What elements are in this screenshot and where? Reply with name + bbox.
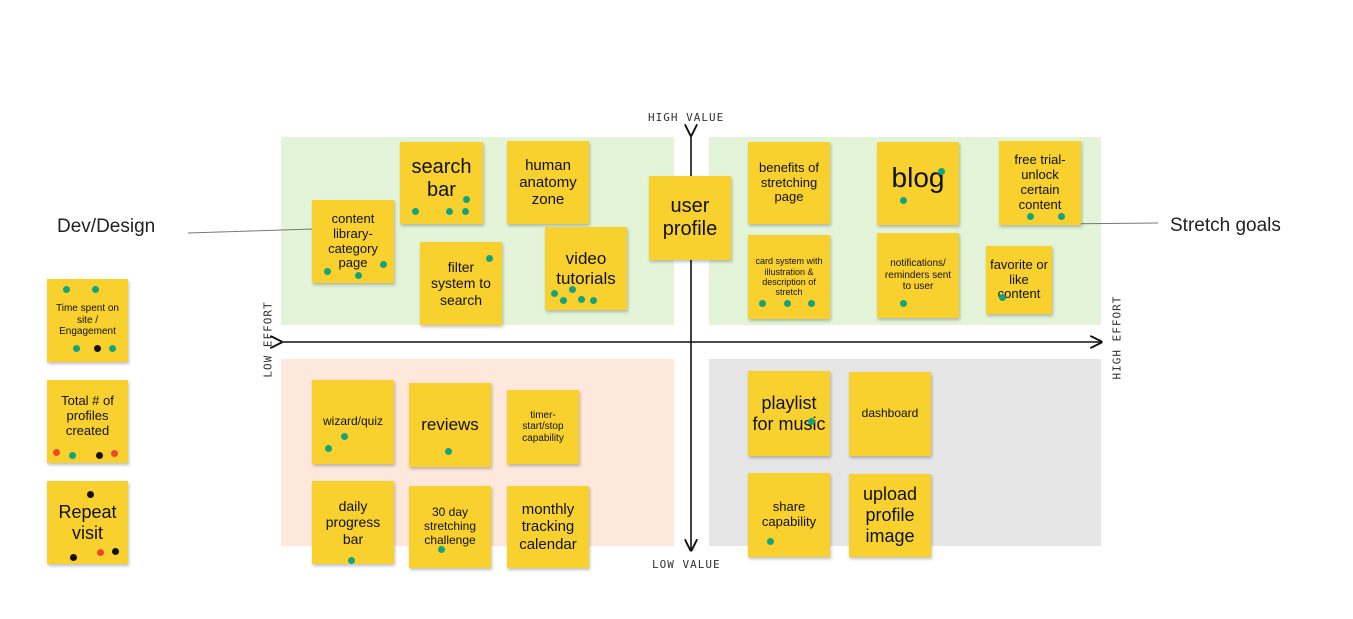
sticky-text: timer-start/stop capability xyxy=(522,409,564,444)
vote-dot xyxy=(551,290,558,297)
sticky-video-tutorials[interactable]: video tutorials xyxy=(545,227,627,310)
sticky-text: video tutorials xyxy=(556,249,616,288)
vote-dot xyxy=(446,208,453,215)
vote-dot xyxy=(767,538,774,545)
axis-label-low-effort: LOW EFFORT xyxy=(261,301,275,378)
vote-dot xyxy=(53,449,60,456)
vote-dot xyxy=(569,286,576,293)
vote-dot xyxy=(70,554,77,561)
sticky-user-profile[interactable]: user profile xyxy=(649,176,731,260)
sticky-playlist[interactable]: playlist for music xyxy=(748,371,830,456)
vote-dot xyxy=(69,452,76,459)
vote-dot xyxy=(355,272,362,279)
sticky-human-anatomy[interactable]: human anatomy zone xyxy=(507,141,589,224)
vote-dot xyxy=(324,268,331,275)
sticky-daily-progress[interactable]: daily progress bar xyxy=(312,481,394,564)
sticky-text: favorite or like content xyxy=(990,256,1048,302)
sticky-text: blog xyxy=(891,162,945,193)
dev-design-connector xyxy=(187,228,315,234)
vote-dot xyxy=(808,300,815,307)
sticky-text: wizard/quiz xyxy=(322,414,384,429)
sticky-text: card system with illustration & descript… xyxy=(755,256,823,298)
sticky-text: upload profile image xyxy=(862,484,918,546)
vote-dot xyxy=(900,197,907,204)
sticky-share-capability[interactable]: share capability xyxy=(748,473,830,557)
sticky-text: dashboard xyxy=(861,406,919,421)
sticky-text: share capability xyxy=(761,499,817,529)
vote-dot xyxy=(784,300,791,307)
sticky-text: monthly tracking calendar xyxy=(519,501,577,553)
vote-dot xyxy=(348,557,355,564)
stretch-goals-label: Stretch goals xyxy=(1170,215,1281,236)
vote-dot xyxy=(999,294,1006,301)
vote-dot xyxy=(112,548,119,555)
sticky-time-spent[interactable]: Time spent on site / Engagement xyxy=(47,279,128,362)
vote-dot xyxy=(486,255,493,262)
sticky-text: free trial-unlock certain content xyxy=(1014,152,1066,212)
sticky-text: Total # of profiles created xyxy=(61,393,114,438)
vote-dot xyxy=(445,448,452,455)
sticky-upload-image[interactable]: upload profile image xyxy=(849,474,931,557)
sticky-text: 30 day stretching challenge xyxy=(423,505,477,547)
sticky-blog[interactable]: blog xyxy=(877,142,959,225)
axis-label-high-value: HIGH VALUE xyxy=(648,111,725,124)
sticky-timer[interactable]: timer-start/stop capability xyxy=(507,390,579,464)
vote-dot xyxy=(380,261,387,268)
sticky-notifications[interactable]: notifications/ reminders sent to user xyxy=(877,233,959,318)
sticky-text: content library-category page xyxy=(328,210,378,271)
sticky-dashboard[interactable]: dashboard xyxy=(849,372,931,456)
sticky-text: Repeat visit xyxy=(58,501,117,543)
sticky-content-library[interactable]: content library-category page xyxy=(312,200,394,283)
vote-dot xyxy=(1027,213,1034,220)
sticky-text: playlist for music xyxy=(752,392,826,434)
vote-dot xyxy=(808,418,815,425)
sticky-text: reviews xyxy=(421,415,479,435)
vote-dot xyxy=(463,196,470,203)
sticky-favorite[interactable]: favorite or like content xyxy=(986,246,1052,314)
vote-dot xyxy=(412,208,419,215)
vote-dot xyxy=(560,297,567,304)
vote-dot xyxy=(94,345,101,352)
sticky-text: benefits of stretching page xyxy=(759,159,819,205)
vote-dot xyxy=(759,300,766,307)
vote-dot xyxy=(341,433,348,440)
vote-dot xyxy=(109,345,116,352)
vote-dot xyxy=(438,546,445,553)
sticky-text: human anatomy zone xyxy=(519,156,577,209)
axis-label-high-effort: HIGH EFFORT xyxy=(1110,295,1124,380)
sticky-total-profiles[interactable]: Total # of profiles created xyxy=(47,380,128,463)
sticky-text: daily progress bar xyxy=(325,498,381,547)
vote-dot xyxy=(63,286,70,293)
sticky-benefits[interactable]: benefits of stretching page xyxy=(748,142,830,224)
vote-dot xyxy=(111,450,118,457)
vote-dot xyxy=(938,168,945,175)
vote-dot xyxy=(1058,213,1065,220)
sticky-reviews[interactable]: reviews xyxy=(409,383,491,467)
sticky-30-day-challenge[interactable]: 30 day stretching challenge xyxy=(409,486,491,568)
vote-dot xyxy=(96,452,103,459)
sticky-text: user profile xyxy=(662,195,718,240)
vote-dot xyxy=(900,300,907,307)
vote-dot xyxy=(73,345,80,352)
vote-dot xyxy=(462,208,469,215)
vote-dot xyxy=(97,549,104,556)
sticky-text: filter system to search xyxy=(431,259,491,308)
vote-dot xyxy=(87,491,94,498)
sticky-text: Time spent on site / Engagement xyxy=(56,303,119,338)
dev-design-label: Dev/Design xyxy=(57,216,156,237)
vote-dot xyxy=(325,445,332,452)
axis-label-low-value: LOW VALUE xyxy=(652,558,721,571)
vote-dot xyxy=(590,297,597,304)
vote-dot xyxy=(578,296,585,303)
sticky-wizard-quiz[interactable]: wizard/quiz xyxy=(312,380,394,464)
sticky-monthly-calendar[interactable]: monthly tracking calendar xyxy=(507,486,589,568)
sticky-text: notifications/ reminders sent to user xyxy=(884,258,952,293)
sticky-free-trial[interactable]: free trial-unlock certain content xyxy=(999,141,1081,225)
vote-dot xyxy=(92,286,99,293)
sticky-text: search bar xyxy=(411,156,472,201)
